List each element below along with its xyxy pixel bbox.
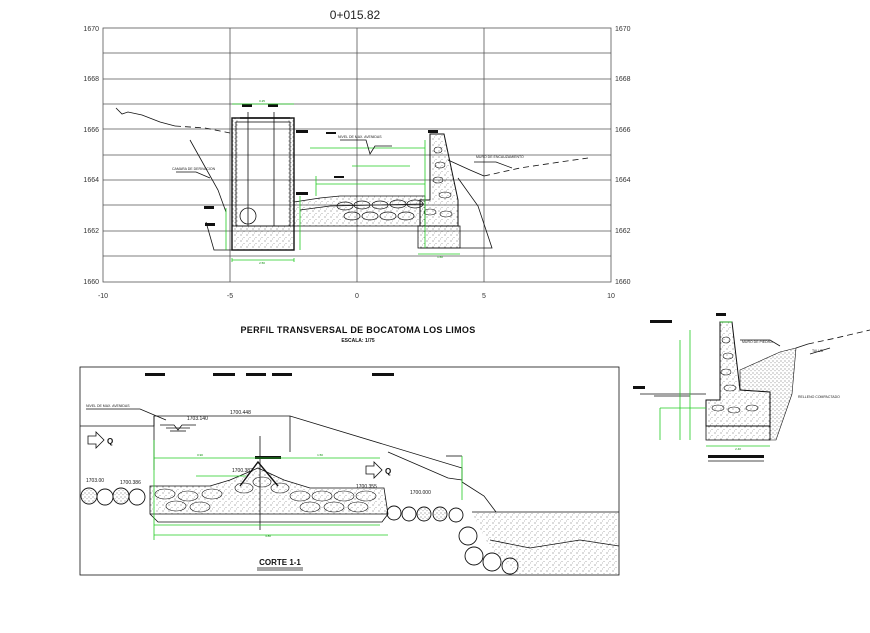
svg-text:NIVEL DE MAX. AVENIDAS: NIVEL DE MAX. AVENIDAS [338, 135, 382, 139]
y-tick-label: 1670 [615, 26, 631, 33]
x-tick-label: 0 [355, 293, 359, 300]
x-tick-label: -5 [227, 293, 233, 300]
x-tick-label: 5 [482, 293, 486, 300]
svg-text:TALUD: TALUD [812, 349, 824, 353]
water-level [160, 424, 196, 432]
svg-text:4.80: 4.80 [265, 534, 271, 538]
annotation-tags [204, 104, 438, 226]
level-label: 1700.000 [410, 490, 431, 496]
section-frame [79, 366, 620, 576]
nivel-note: NIVEL DE MAX. AVENIDAS [86, 404, 130, 408]
terrain-dash-left [174, 125, 231, 134]
x-tick-label: 10 [607, 293, 615, 300]
y-tick-label: 1666 [83, 127, 99, 134]
level-label: 1700.386 [120, 480, 141, 486]
y-axis-right: 1670 1668 1666 1664 1662 1660 [615, 26, 631, 286]
retaining-wall-right [417, 133, 461, 249]
svg-text:MURO DE PIEDRA: MURO DE PIEDRA [742, 340, 773, 344]
section-dimensions: 4.80 0.90 1.50 [153, 440, 463, 540]
hatched-rocks [82, 489, 446, 520]
y-axis-left: 1670 1668 1666 1664 1662 1660 [83, 26, 99, 286]
x-tick-label: -10 [98, 293, 108, 300]
apron-stones [154, 476, 377, 513]
longitudinal-section: Q Q NIVEL DE MAX. AVENIDAS 1703.140 1700… [79, 366, 620, 576]
svg-text:2.40: 2.40 [735, 447, 741, 451]
detail-dimensions: 2.40 [659, 321, 770, 451]
y-tick-label: 1668 [615, 76, 631, 83]
level-label: 1700.355 [356, 484, 377, 490]
diagram-scale: ESCALA: 1/75 [341, 338, 375, 344]
x-axis: -10 -5 0 5 10 [98, 293, 615, 300]
station-label: 0+015.82 [330, 8, 381, 22]
flow-arrow-right: Q [365, 461, 391, 479]
y-tick-label: 1664 [83, 177, 99, 184]
svg-text:0.90: 0.90 [197, 453, 203, 457]
svg-text:1703.00: 1703.00 [86, 478, 104, 484]
svg-text:2.50: 2.50 [259, 261, 265, 265]
weir-apron [293, 195, 426, 227]
profile-grid [103, 28, 611, 282]
level-label: 1703.140 [187, 416, 208, 422]
svg-text:1.50: 1.50 [317, 453, 323, 457]
profile-notes: NIVEL DE MAX. AVENIDAS CAMARA DE DERIVAC… [172, 135, 524, 179]
flow-label: Q [385, 467, 391, 476]
river-bed [472, 512, 619, 575]
y-tick-label: 1660 [615, 279, 631, 286]
top-cross-section: 0+015.82 1670 1668 1666 1664 1662 1660 [83, 8, 630, 300]
flow-arrow-left: Q [87, 431, 113, 449]
detail-tags [633, 313, 726, 389]
y-tick-label: 1662 [615, 228, 631, 235]
terrain-line-right [447, 159, 485, 177]
svg-text:MURO DE ENCAUZAMIENTO: MURO DE ENCAUZAMIENTO [476, 155, 524, 159]
y-tick-label: 1660 [83, 279, 99, 286]
y-tick-label: 1664 [615, 177, 631, 184]
level-label: 1700.382 [232, 468, 253, 474]
dimension-lines: 2.50 1.60 0.25 [225, 99, 460, 265]
flow-label: Q [107, 437, 113, 446]
svg-text:RELLENO COMPACTADO: RELLENO COMPACTADO [798, 395, 840, 399]
detail-backfill [739, 347, 797, 441]
diagram-title: PERFIL TRANSVERSAL DE BOCATOMA LOS LIMOS [240, 325, 475, 335]
svg-text:1.60: 1.60 [437, 255, 443, 259]
y-tick-label: 1668 [83, 76, 99, 83]
y-tick-label: 1666 [615, 127, 631, 134]
detail-title-bar [708, 455, 764, 462]
svg-text:0.25: 0.25 [259, 99, 265, 103]
riprap-rocks [80, 487, 519, 575]
excavation-left [189, 139, 227, 213]
section-tags [145, 373, 394, 459]
y-tick-label: 1662 [83, 228, 99, 235]
svg-text:CAMARA DE DERIVACION: CAMARA DE DERIVACION [172, 167, 216, 171]
terrain-line-left [115, 107, 176, 127]
intake-chamber [231, 112, 295, 251]
y-tick-label: 1670 [83, 26, 99, 33]
terrain-dash-right [483, 157, 589, 177]
level-label: 1700.448 [230, 410, 251, 416]
wall-detail: 2.40 MURO DE PIEDRA RELLENO COMPACTADO T… [633, 313, 870, 462]
corte-label: CORTE 1-1 [259, 558, 301, 567]
